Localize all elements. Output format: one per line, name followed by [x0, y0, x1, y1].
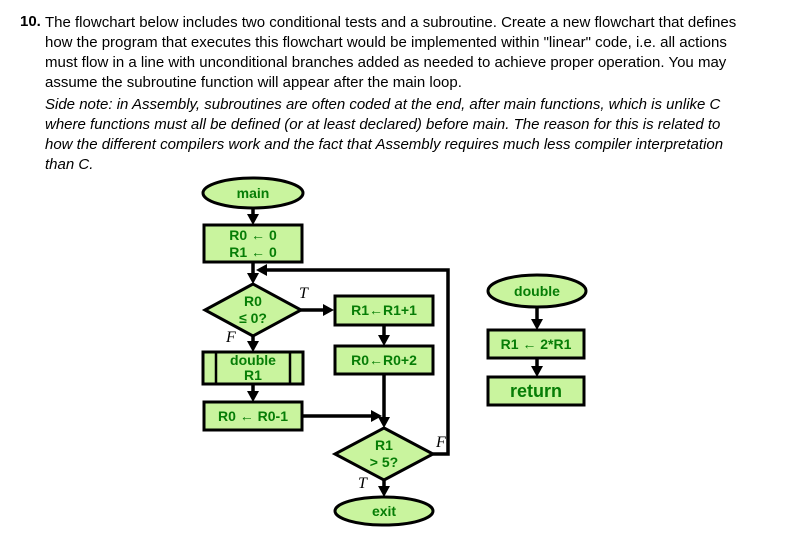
connector-r0dec-to-junction [302, 410, 382, 422]
node-init-line2: R1 ← 0 [229, 243, 277, 260]
node-subroutine-call-line2: R1 [244, 367, 262, 383]
branch-label-decision2-true: T [358, 475, 367, 492]
connector-r1inc-to-r0add [378, 325, 390, 346]
node-return-label: return [509, 380, 562, 401]
node-init-label: R0 ← 0 R1 ← 0 [204, 225, 302, 262]
connector-decision1-true [301, 304, 334, 316]
connector-main-to-init [247, 208, 259, 225]
node-double-label: double [514, 282, 560, 299]
branch-label-decision1-true: T [299, 285, 308, 302]
branch-label-decision1-false: F [226, 329, 236, 346]
connector-decision2-true [378, 480, 390, 497]
connector-double-to-body [531, 307, 543, 330]
node-r1-increment-label: R1←R1+1 [351, 302, 417, 318]
question-number: 10. [20, 13, 41, 30]
node-decision1-label: R0 ≤ 0? [205, 284, 301, 336]
node-decision1-line2: ≤ 0? [239, 310, 267, 326]
node-decision2-line2: > 5? [369, 454, 399, 470]
node-exit-label: exit [371, 502, 397, 519]
branch-label-decision2-false: F [436, 434, 446, 451]
connector-subcall-to-r0dec [247, 384, 259, 402]
node-decision2-label: R1 > 5? [335, 428, 433, 480]
connector-body-to-return [531, 358, 543, 377]
connector-decision1-false [247, 336, 259, 352]
node-r0-add2-label: R0←R0+2 [351, 351, 417, 368]
node-double-body-label: R1 ← 2*R1 [500, 335, 572, 352]
question-text: The flowchart below includes two conditi… [45, 14, 737, 91]
node-main-label: main [236, 185, 270, 201]
node-subroutine-call-label: double R1 [203, 352, 303, 384]
node-decision2-line1: R1 [375, 437, 393, 453]
node-decision1-line1: R0 [244, 293, 262, 309]
question-side-note: Side note: in Assembly, subroutines are … [45, 96, 724, 173]
node-subroutine-call-line1: double [230, 352, 276, 368]
connector-init-to-decision1 [247, 262, 259, 284]
node-init-line1: R0 ← 0 [229, 226, 277, 243]
node-r0-decrement-label: R0 ← R0-1 [217, 407, 289, 424]
connector-r0add-to-decision2 [378, 374, 390, 428]
